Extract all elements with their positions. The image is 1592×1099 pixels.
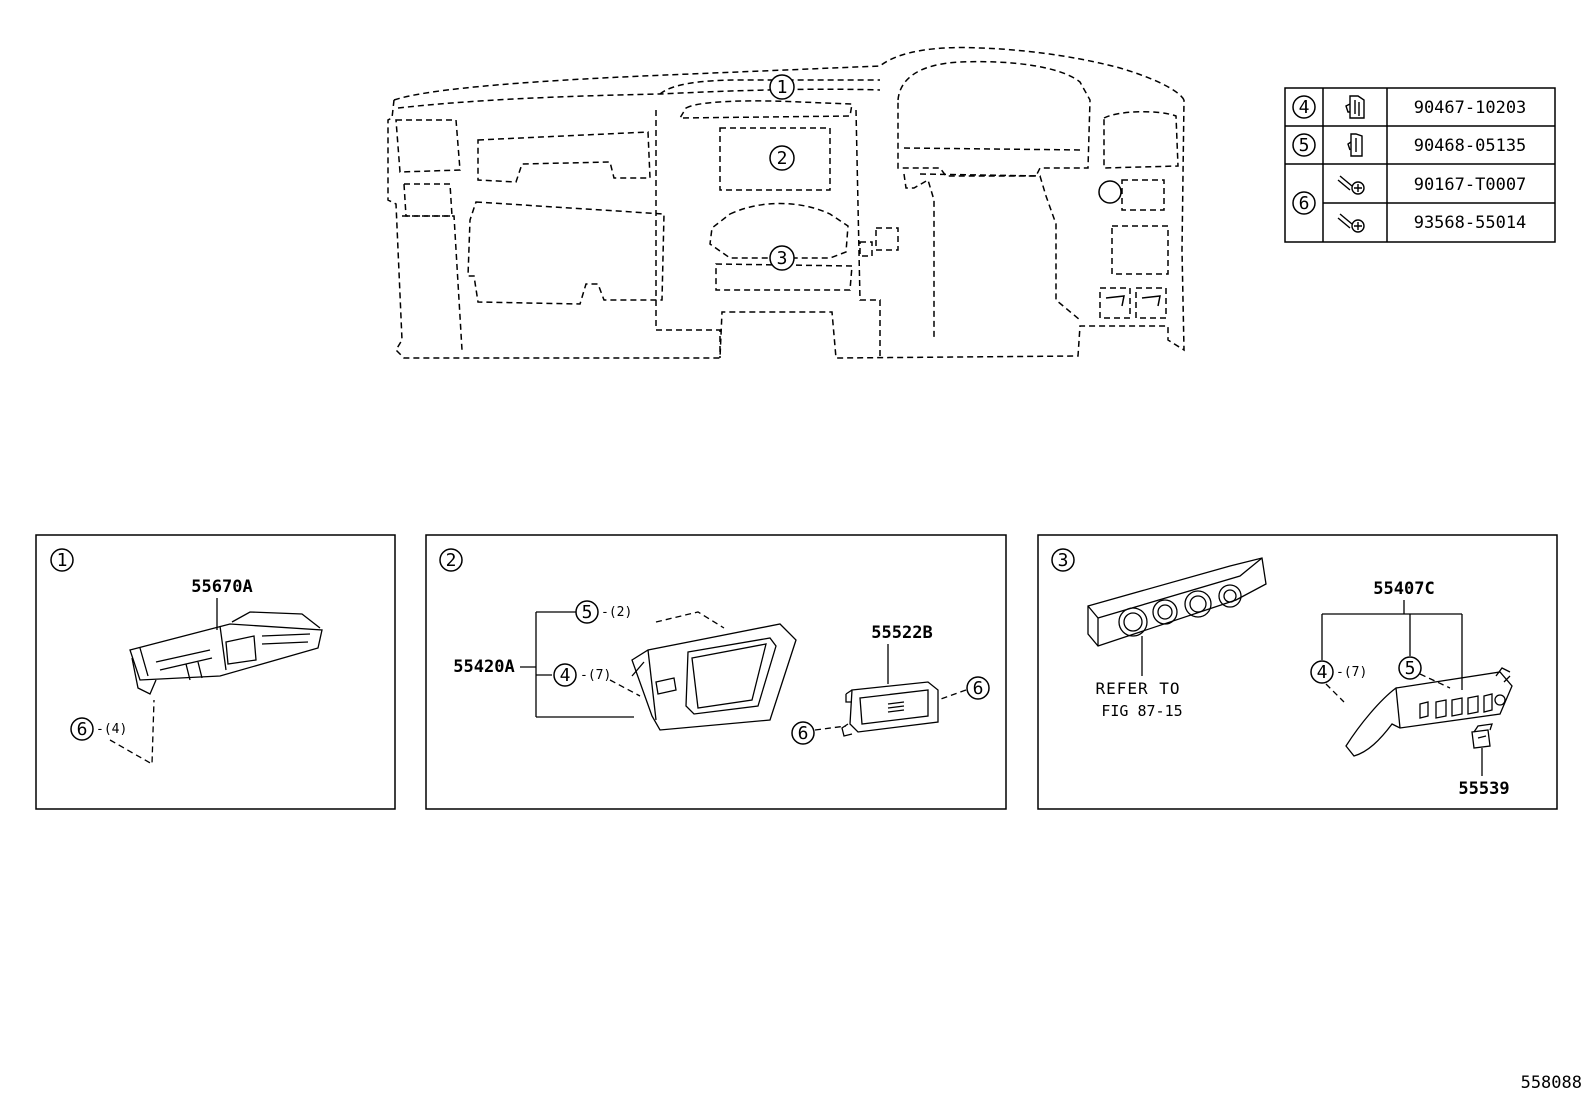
fastener-row: 93568-55014 (1337, 213, 1527, 233)
svg-text:90467-10203: 90467-10203 (1414, 98, 1527, 118)
overview-callout-3: 3 (769, 245, 795, 271)
fastener-row: 4 90467-10203 (1292, 95, 1527, 119)
svg-text:5: 5 (1299, 135, 1310, 156)
fastener-row: 5 90468-05135 (1292, 133, 1527, 157)
svg-text:5: 5 (582, 602, 593, 623)
overview-callout-2: 2 (769, 145, 795, 171)
svg-text:3: 3 (1058, 550, 1069, 571)
screw-icon (1337, 213, 1365, 233)
detail-panel-3: 3 REFER TO FIG 87-15 55407C (1037, 534, 1558, 810)
fastener-table: 4 90467-10203 5 90468-05135 6 (1284, 87, 1556, 243)
svg-text:6: 6 (77, 719, 88, 740)
svg-text:-(4): -(4) (96, 722, 127, 737)
part-label-55407C: 55407C (1373, 579, 1434, 599)
clip-icon (1345, 95, 1365, 119)
svg-text:2: 2 (777, 148, 788, 169)
reference-note: REFER TO (1095, 679, 1180, 698)
dashboard-overview (387, 46, 1185, 359)
part-label-55539: 55539 (1458, 779, 1509, 799)
svg-text:1: 1 (57, 550, 68, 571)
svg-text:-(2): -(2) (601, 605, 632, 620)
switch-module-part (841, 681, 939, 737)
svg-text:-(7): -(7) (1336, 665, 1367, 680)
fastener-row: 6 90167-T0007 (1292, 175, 1527, 215)
svg-text:5: 5 (1405, 658, 1416, 679)
display-bezel-part (631, 623, 797, 731)
svg-text:2: 2 (446, 550, 457, 571)
reference-figure: FIG 87-15 (1101, 702, 1182, 720)
svg-text:4: 4 (1317, 662, 1328, 683)
part-label-55522B: 55522B (871, 623, 932, 643)
blank-switch-part (1471, 723, 1493, 749)
svg-text:1: 1 (777, 77, 788, 98)
center-vent-part (129, 611, 323, 695)
svg-text:-(7): -(7) (580, 668, 611, 683)
detail-panel-2: 2 55420A 5 -(2) 4 -(7) 55522B (425, 534, 1007, 810)
switch-bezel-part (1345, 667, 1513, 757)
figure-id: 558088 (1521, 1073, 1582, 1093)
clip-icon (1347, 133, 1363, 157)
svg-text:6: 6 (1299, 193, 1310, 214)
svg-text:6: 6 (798, 723, 809, 744)
climate-panel-part (1087, 557, 1267, 647)
svg-text:93568-55014: 93568-55014 (1414, 213, 1527, 233)
svg-text:90468-05135: 90468-05135 (1414, 136, 1527, 156)
detail-panel-1: 1 55670A 6 -(4) (35, 534, 396, 810)
svg-text:4: 4 (1299, 97, 1310, 118)
screw-icon (1337, 175, 1365, 195)
part-label-55420A: 55420A (453, 657, 514, 677)
svg-text:6: 6 (973, 678, 984, 699)
svg-text:4: 4 (560, 665, 571, 686)
svg-text:3: 3 (777, 248, 788, 269)
overview-callout-1: 1 (769, 74, 795, 100)
svg-text:90167-T0007: 90167-T0007 (1414, 175, 1527, 195)
part-label-55670A: 55670A (191, 577, 252, 597)
overview-switch-circle (1098, 180, 1161, 307)
